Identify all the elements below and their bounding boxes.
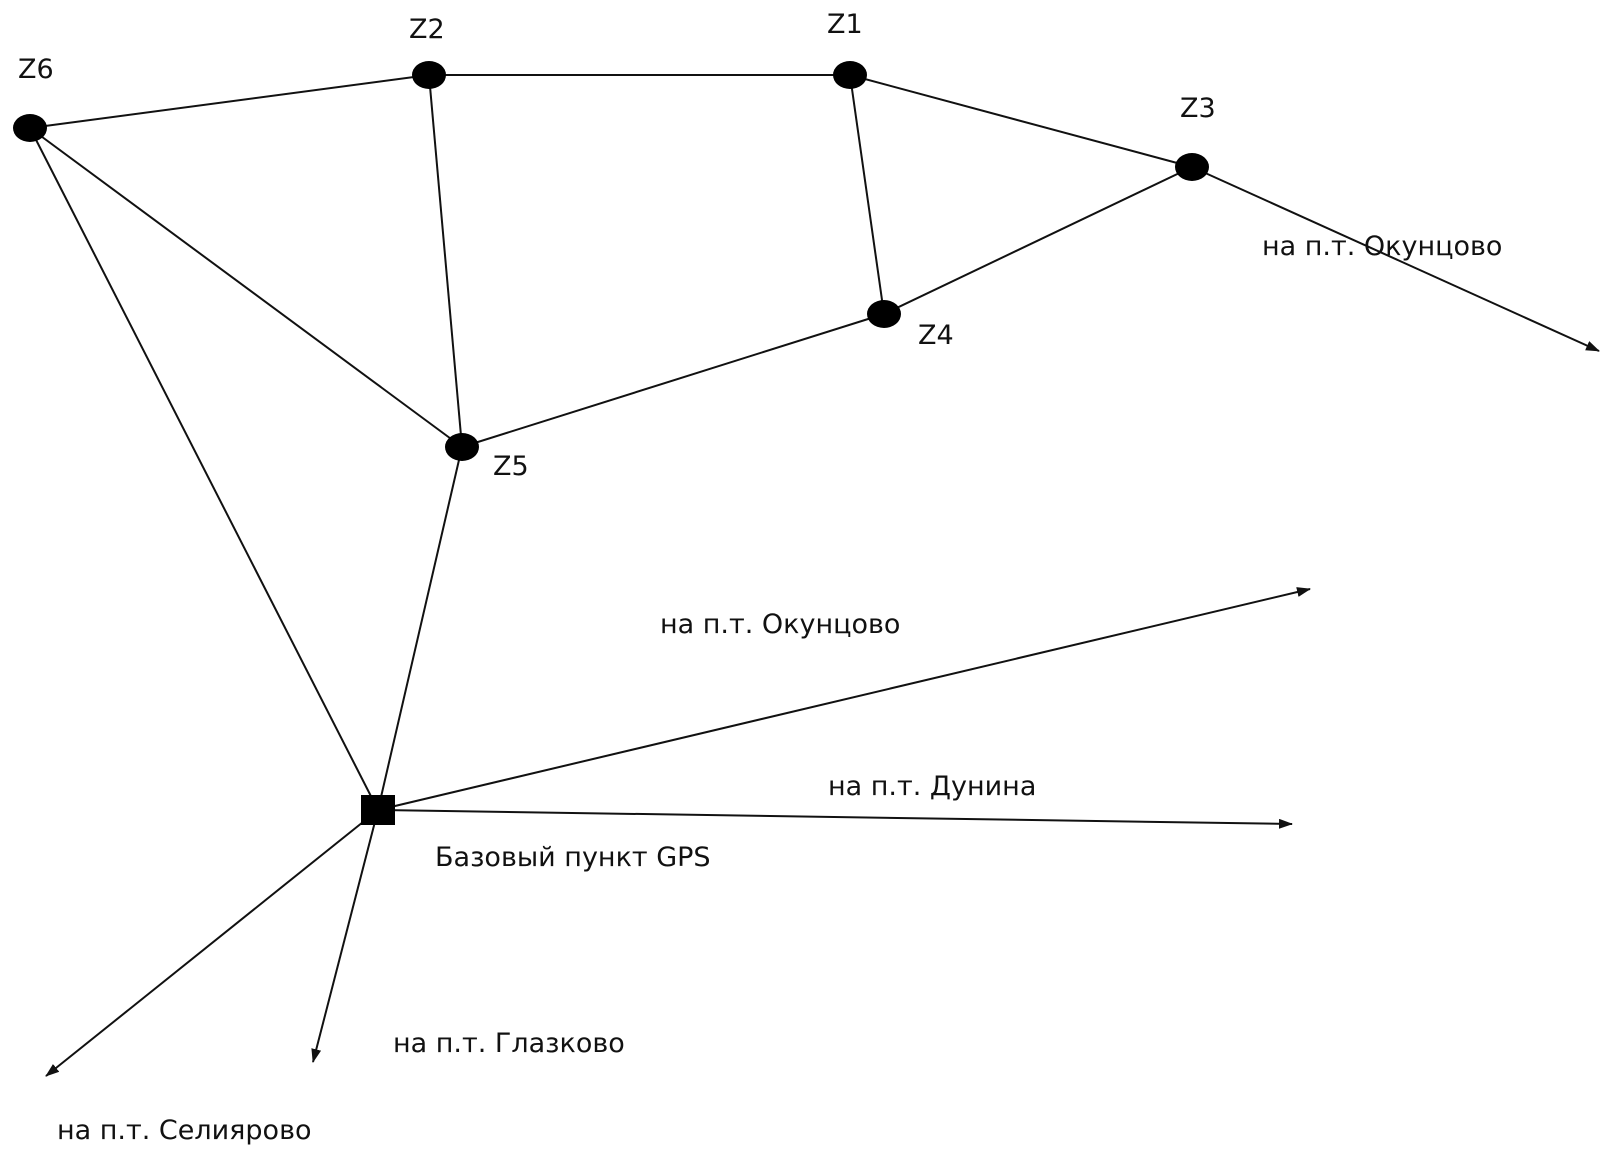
node-z2-marker bbox=[412, 61, 446, 89]
edge-z3-z4 bbox=[883, 166, 1193, 315]
edge-z1-z3 bbox=[849, 74, 1193, 168]
direction-arrow bbox=[311, 809, 379, 1063]
node-z4-label: Z4 bbox=[918, 320, 954, 351]
node-z5-marker bbox=[445, 433, 479, 461]
direction-arrow bbox=[45, 809, 379, 1077]
diagram-labels: на п.т. Окунцово на п.т. Окунцово на п.т. … bbox=[18, 9, 1502, 1146]
edge-z6-z2 bbox=[29, 74, 430, 129]
node-z2-label: Z2 bbox=[409, 14, 445, 45]
direction-arrow bbox=[377, 809, 1293, 829]
direction-label: на п.т. Окунцово bbox=[1262, 231, 1502, 262]
direction-label: на п.т. Окунцово bbox=[660, 609, 900, 640]
edge-z2-z5 bbox=[428, 74, 463, 448]
direction-label: на п.т. Дунина bbox=[828, 771, 1036, 802]
network-nodes bbox=[13, 61, 1209, 825]
direction-label: на п.т. Глазково bbox=[393, 1028, 625, 1059]
edge-z1-z4 bbox=[849, 74, 885, 315]
node-z6-marker bbox=[13, 114, 47, 142]
direction-label: на п.т. Селиярово bbox=[57, 1115, 312, 1146]
edge-z6-z5 bbox=[29, 127, 463, 448]
base-station-marker bbox=[361, 795, 395, 825]
direction-arrows bbox=[45, 166, 1600, 1077]
edge-z5-base bbox=[377, 446, 463, 811]
node-z5-label: Z5 bbox=[493, 451, 529, 482]
direction-arrow bbox=[1191, 166, 1600, 352]
edge-z4-z5 bbox=[461, 313, 885, 448]
network-edges bbox=[29, 74, 1193, 811]
base-station-label: Базовый пункт GPS bbox=[435, 842, 711, 873]
node-z6-label: Z6 bbox=[18, 54, 54, 85]
direction-arrow bbox=[377, 587, 1311, 811]
node-z3-marker bbox=[1175, 153, 1209, 181]
edge-z6-base bbox=[29, 127, 379, 811]
node-z4-marker bbox=[867, 300, 901, 328]
node-z3-label: Z3 bbox=[1180, 93, 1216, 124]
node-z1-marker bbox=[833, 61, 867, 89]
node-z1-label: Z1 bbox=[827, 9, 863, 40]
